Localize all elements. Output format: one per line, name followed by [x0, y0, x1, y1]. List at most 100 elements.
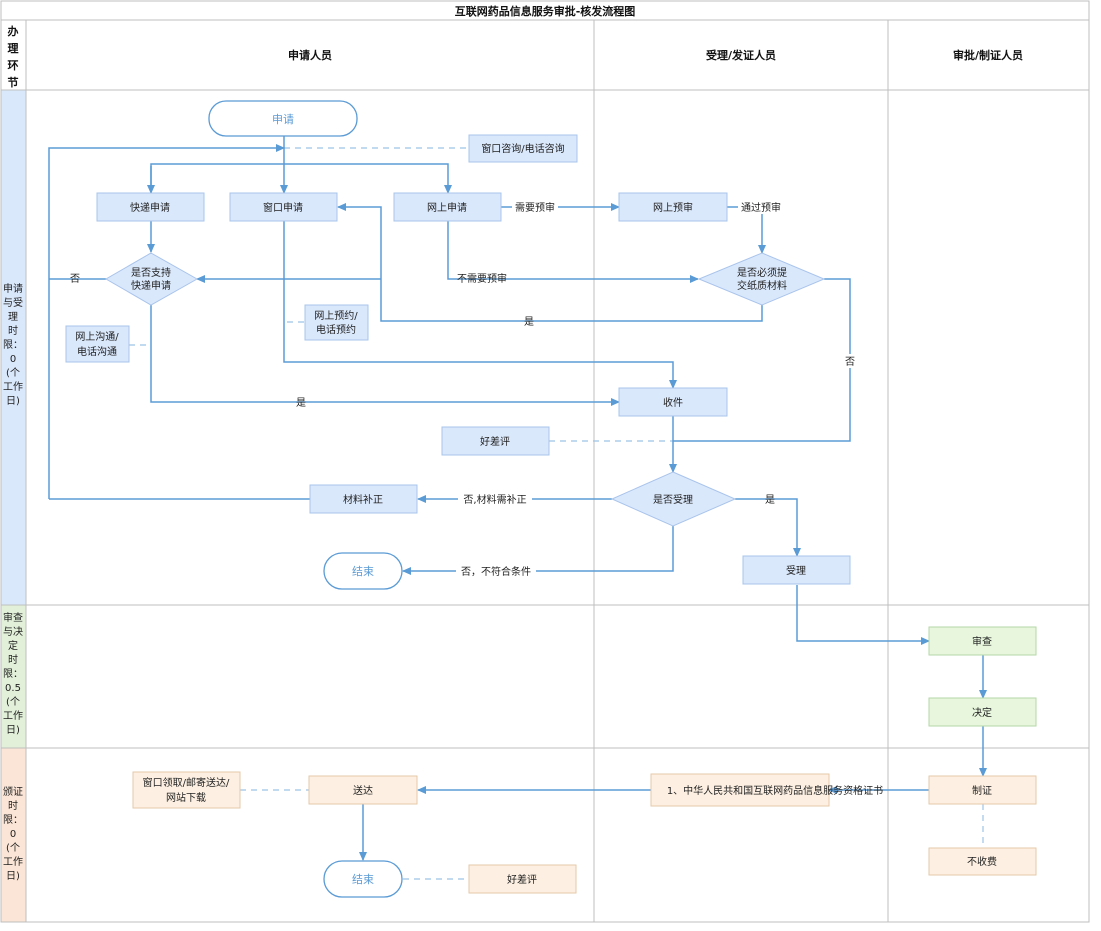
node-label: 决定	[972, 706, 992, 719]
node-label: 不收费	[967, 855, 997, 868]
lane-header-applicant: 申请人员	[288, 48, 332, 62]
node-label: 申请	[272, 113, 294, 126]
node-accept: 受理	[742, 555, 851, 585]
node-express-apply: 快递申请	[96, 192, 205, 222]
node-label: 电话沟通	[77, 345, 117, 358]
node-examine: 审查	[928, 626, 1037, 656]
phase-band-issue	[1, 748, 26, 922]
phase-label-line: 时	[8, 325, 18, 337]
edge-label-need-precheck: 需要预审	[515, 201, 555, 214]
node-deliver: 送达	[308, 775, 418, 805]
node-label: 是否受理	[653, 494, 693, 506]
node-label: 网上沟通/	[75, 330, 119, 343]
phase-label-line: 申请	[3, 282, 23, 295]
phase-label-issue: 颁证 时 限： 0 (个 工作 日)	[3, 786, 23, 882]
phase-label-line: 与决	[3, 626, 23, 638]
phase-label-line: 限：	[3, 339, 23, 351]
diagram-title: 互联网药品信息服务审批-核发流程图	[455, 4, 636, 18]
phase-label-line: 工作	[3, 710, 23, 722]
node-label: 窗口领取/邮寄送达/	[143, 776, 230, 789]
phase-label-line: 定	[8, 639, 18, 652]
edge-label-bg	[456, 564, 536, 578]
node-online-precheck: 网上预审	[618, 192, 728, 222]
corner-header-3: 环	[8, 59, 19, 72]
phase-band-apply	[1, 90, 26, 605]
node-end-2: 结束	[323, 860, 403, 898]
node-label: 是否支持	[131, 266, 171, 279]
node-label: 网站下载	[166, 791, 206, 804]
node-label: 快递申请	[131, 279, 171, 292]
node-label: 窗口申请	[263, 201, 303, 214]
phase-label-line: 0	[10, 354, 16, 365]
dashed-links	[129, 147, 984, 880]
node-label: 网上预审	[653, 201, 693, 214]
node-label: 收件	[663, 396, 683, 409]
node-label: 好差评	[480, 435, 510, 448]
edge-label-no-express: 否	[70, 273, 80, 285]
phase-label-line: 时	[8, 800, 18, 812]
node-free-of-charge: 不收费	[928, 847, 1037, 876]
edge-label-bg	[738, 200, 784, 214]
node-review-good-bad: 好差评	[441, 426, 550, 456]
phase-label-review: 审查 与决 定 时 限： 0.5 (个 工作 日)	[3, 611, 23, 736]
edge-label-not-qualified: 否，不符合条件	[461, 565, 531, 578]
phase-label-line: 工作	[3, 856, 23, 868]
phase-label-line: 0.5	[5, 683, 21, 694]
phase-band-review	[1, 605, 26, 748]
node-decide: 决定	[928, 697, 1037, 727]
phase-label-line: 审查	[3, 611, 23, 624]
node-label: 电话预约	[316, 323, 356, 336]
phase-label-apply: 申请 与受 理 时 限： 0 (个 工作 日)	[3, 282, 23, 407]
node-label: 材料补正	[343, 493, 383, 506]
node-label: 受理	[786, 565, 806, 577]
node-label: 快递申请	[130, 201, 170, 214]
node-label: 结束	[352, 873, 374, 886]
corner-header-2: 理	[8, 42, 19, 55]
node-online-communication: 网上沟通/ 电话沟通	[65, 325, 130, 363]
node-must-paper-decision: 是否必须提 交纸质材料	[697, 252, 826, 306]
corner-header-4: 节	[8, 75, 19, 89]
phase-label-line: 限：	[3, 668, 23, 680]
node-label: 结束	[352, 565, 374, 578]
node-label: 送达	[353, 784, 373, 797]
node-accept-decision: 是否受理	[610, 471, 737, 527]
node-window-apply: 窗口申请	[229, 192, 338, 222]
phase-label-line: 理	[8, 311, 18, 323]
phase-label-line: 0	[10, 829, 16, 840]
node-label: 制证	[972, 784, 992, 797]
node-certificate: 1、中华人民共和国互联网药品信息服务资格证书	[650, 773, 883, 807]
edge-label-no-paper: 否	[845, 356, 855, 368]
phase-label-line: 颁证	[3, 786, 23, 798]
lane-header-acceptor: 受理/发证人员	[706, 48, 776, 62]
edge-label-no-precheck: 不需要预审	[457, 272, 507, 285]
edge-label-bg	[512, 200, 558, 214]
edge-label-bg	[844, 354, 856, 368]
phase-label-line: (个	[6, 842, 20, 854]
phase-label-line: 时	[8, 654, 18, 666]
edge-label-accepted: 是	[765, 494, 775, 506]
node-pickup-methods: 窗口领取/邮寄送达/ 网站下载	[132, 771, 241, 809]
edge-label-pass-precheck: 通过预审	[741, 201, 781, 214]
node-label: 网上申请	[427, 201, 467, 214]
node-label: 审查	[972, 635, 992, 648]
node-label: 交纸质材料	[737, 279, 787, 292]
lane-header-approver: 审批/制证人员	[953, 48, 1023, 62]
node-label: 网上预约/	[314, 309, 358, 322]
flow-arrows	[48, 136, 987, 861]
edge-label-yes-receive: 是	[296, 397, 306, 409]
node-online-apply: 网上申请	[393, 192, 502, 222]
node-label: 好差评	[507, 873, 537, 886]
node-review-good-bad-2: 好差评	[468, 864, 577, 894]
edge-label-bg	[458, 492, 532, 506]
node-receive: 收件	[618, 387, 728, 417]
phase-label-line: 日)	[6, 871, 20, 882]
node-end-1: 结束	[323, 552, 403, 590]
phase-label-line: 日)	[6, 396, 20, 407]
edge-label-yes-paper: 是	[524, 316, 534, 328]
node-label: 1、中华人民共和国互联网药品信息服务资格证书	[667, 784, 883, 797]
edge-label-supplement-needed: 否,材料需补正	[463, 493, 526, 506]
phase-label-line: (个	[6, 696, 20, 708]
